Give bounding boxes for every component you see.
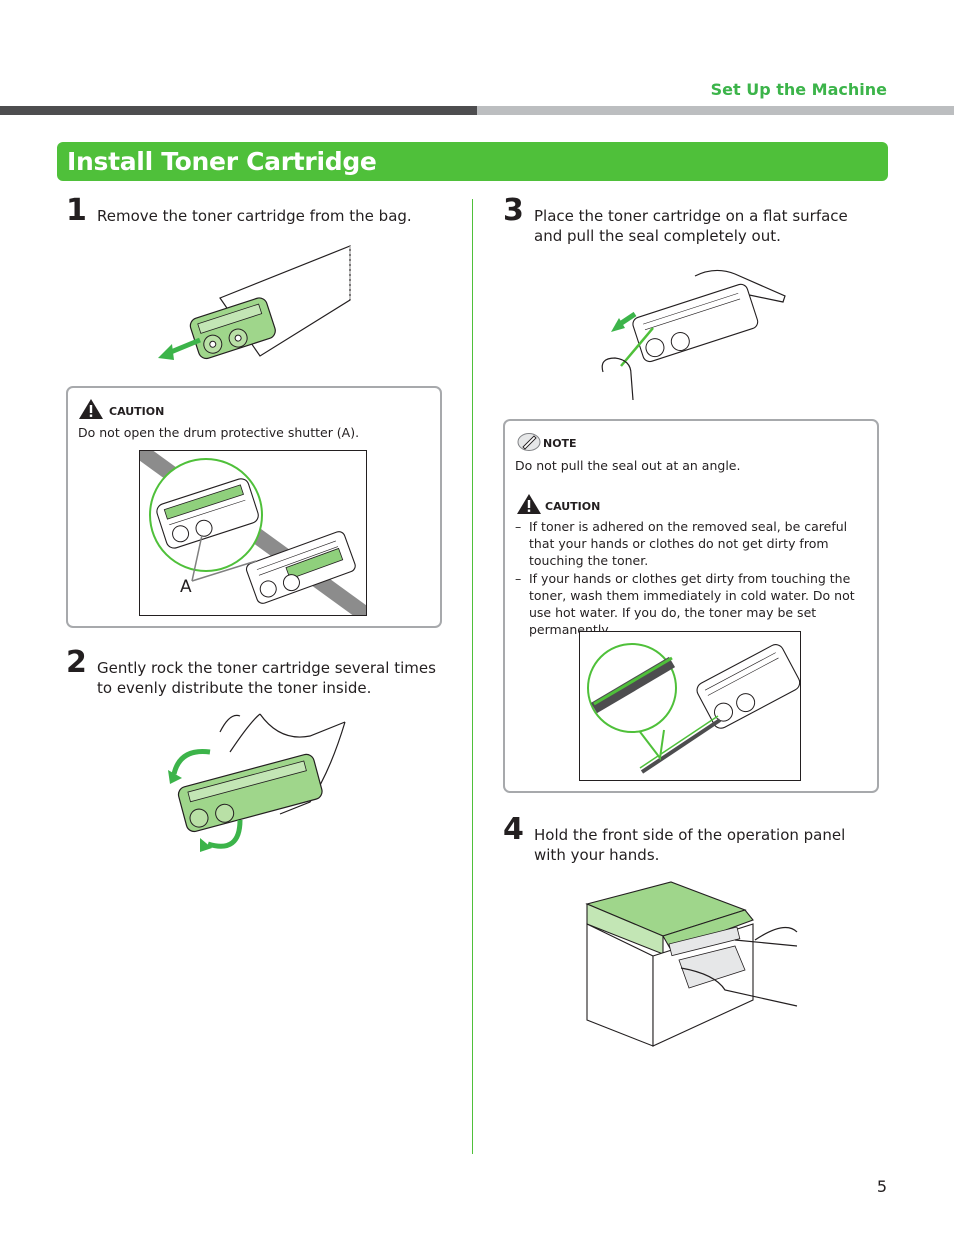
- caution-item-1: – If toner is adhered on the removed sea…: [515, 518, 865, 569]
- page-title-banner: Install Toner Cartridge: [57, 142, 888, 181]
- step-2-number: 2: [66, 645, 87, 680]
- caution-item-2: – If your hands or clothes get dirty fro…: [515, 570, 867, 638]
- step-3-number: 3: [503, 193, 524, 228]
- page-title: Install Toner Cartridge: [67, 147, 377, 176]
- step-2-illustration: [160, 712, 350, 857]
- caution-box-1: CAUTION Do not open the drum protective …: [66, 386, 442, 628]
- caution-label-2: CAUTION: [545, 500, 601, 513]
- step-2-text: Gently rock the toner cartridge several …: [97, 659, 436, 697]
- callout-a: A: [180, 577, 192, 597]
- header-rule-light: [477, 106, 954, 115]
- caution-text-1: Do not open the drum protective shutter …: [78, 425, 360, 440]
- caution-item-1-text: If toner is adhered on the removed seal,…: [529, 519, 848, 568]
- note-label: NOTE: [543, 437, 577, 450]
- step-1-text: Remove the toner cartridge from the bag.: [97, 207, 412, 225]
- step-3-illustration: [595, 262, 790, 404]
- column-divider: [472, 199, 473, 1154]
- step-3-text: Place the toner cartridge on a flat surf…: [534, 207, 848, 245]
- step-4-illustration: [585, 880, 800, 1052]
- step-4-text: Hold the front side of the operation pan…: [534, 826, 846, 864]
- caution-label-1: CAUTION: [109, 405, 165, 418]
- warning-icon: [516, 493, 542, 515]
- step-4-number: 4: [503, 812, 524, 847]
- page-number: 5: [876, 1177, 887, 1196]
- header-rule-dark: [0, 106, 477, 115]
- note-pencil-icon: [517, 432, 541, 452]
- section-title: Set Up the Machine: [710, 80, 887, 99]
- warning-icon: [78, 398, 104, 420]
- note-text: Do not pull the seal out at an angle.: [515, 458, 741, 473]
- note-caution-box: NOTE Do not pull the seal out at an angl…: [503, 419, 879, 793]
- shutter-illustration: A: [139, 450, 367, 616]
- step-1-illustration: [150, 238, 360, 366]
- caution-item-2-text: If your hands or clothes get dirty from …: [529, 571, 855, 637]
- step-1-number: 1: [66, 193, 87, 228]
- seal-illustration: [579, 631, 801, 781]
